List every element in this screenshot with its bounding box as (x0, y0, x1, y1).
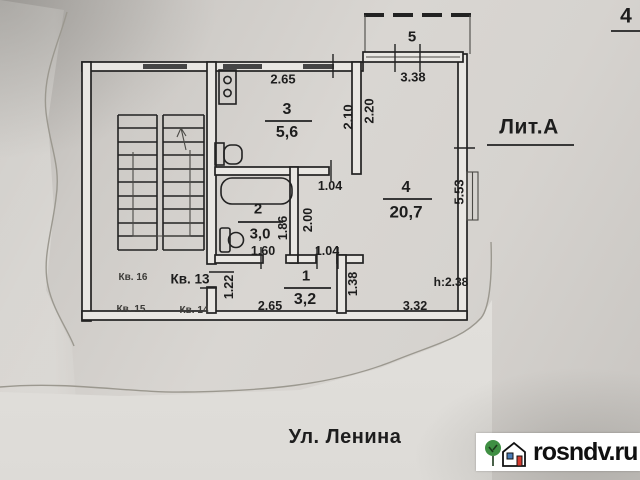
torn-paper-edges (0, 11, 492, 393)
dim-partition-length: 1.38 (345, 271, 360, 297)
tree-icon (485, 440, 501, 466)
kitchen-area: 5,6 (275, 124, 299, 141)
dim-entry-niche-width: 1.22 (221, 274, 236, 300)
dim-kitchen-depth: 2.10 (340, 104, 356, 130)
page-number: 4 (620, 4, 632, 28)
dimension-ticks (200, 44, 475, 289)
bathtub-icon (220, 177, 293, 205)
balcony-number: 5 (407, 28, 417, 46)
watermark-site-name: rosndv.ru (533, 437, 638, 466)
street-label: Ул. Ленина (288, 426, 402, 448)
stair-handrail (132, 150, 191, 237)
stair-up-arrow-icon (176, 127, 187, 151)
sink-icon (214, 142, 243, 166)
landing-apartment-14: Кв. 14 (179, 305, 209, 316)
dim-bathroom-depth: 1.86 (275, 215, 290, 241)
kitchen-number: 3 (282, 101, 292, 118)
balcony-outline (362, 13, 471, 63)
building-litera-label: Лит.А (499, 115, 559, 139)
house-and-tree-logo-icon (485, 440, 526, 467)
dim-hallway-width: 2.65 (257, 298, 283, 313)
hallway-number: 1 (301, 267, 311, 285)
interior-walls (206, 61, 364, 314)
annotation-underlines (487, 30, 640, 146)
top-wall-windows (143, 64, 334, 69)
dim-living-depth: 5.53 (451, 179, 467, 205)
dim-living-door-width: 1.04 (314, 243, 340, 258)
dim-bathroom-width: 1.60 (250, 243, 276, 258)
stove-icon (218, 69, 237, 105)
landing-apartment-13: Кв. 13 (170, 271, 210, 287)
area-fraction-lines (238, 120, 432, 289)
right-wall-window (466, 171, 479, 221)
ceiling-height-note: h:2.38 (433, 275, 469, 289)
hallway-area: 3,2 (293, 291, 317, 308)
house-icon (502, 441, 526, 467)
living-room-area: 20,7 (389, 202, 423, 222)
bathroom-number: 2 (253, 200, 263, 218)
bathroom-area: 3,0 (249, 225, 271, 243)
dim-corridor-length: 2.00 (300, 207, 315, 233)
watermark-logo: rosndv.ru (476, 433, 640, 471)
staircase-steps (117, 114, 205, 251)
landing-apartment-15: Кв. 15 (116, 304, 146, 315)
dim-living-upper-depth: 2.20 (361, 98, 377, 124)
dim-living-width: 3.32 (402, 298, 428, 313)
dim-kitchen-width: 2.65 (270, 71, 296, 87)
dim-kitchen-door-width: 1.04 (317, 178, 343, 193)
dim-balcony-width: 3.38 (400, 69, 426, 85)
toilet-icon (219, 227, 245, 253)
landing-apartment-16: Кв. 16 (118, 272, 148, 283)
living-room-number: 4 (401, 179, 411, 196)
